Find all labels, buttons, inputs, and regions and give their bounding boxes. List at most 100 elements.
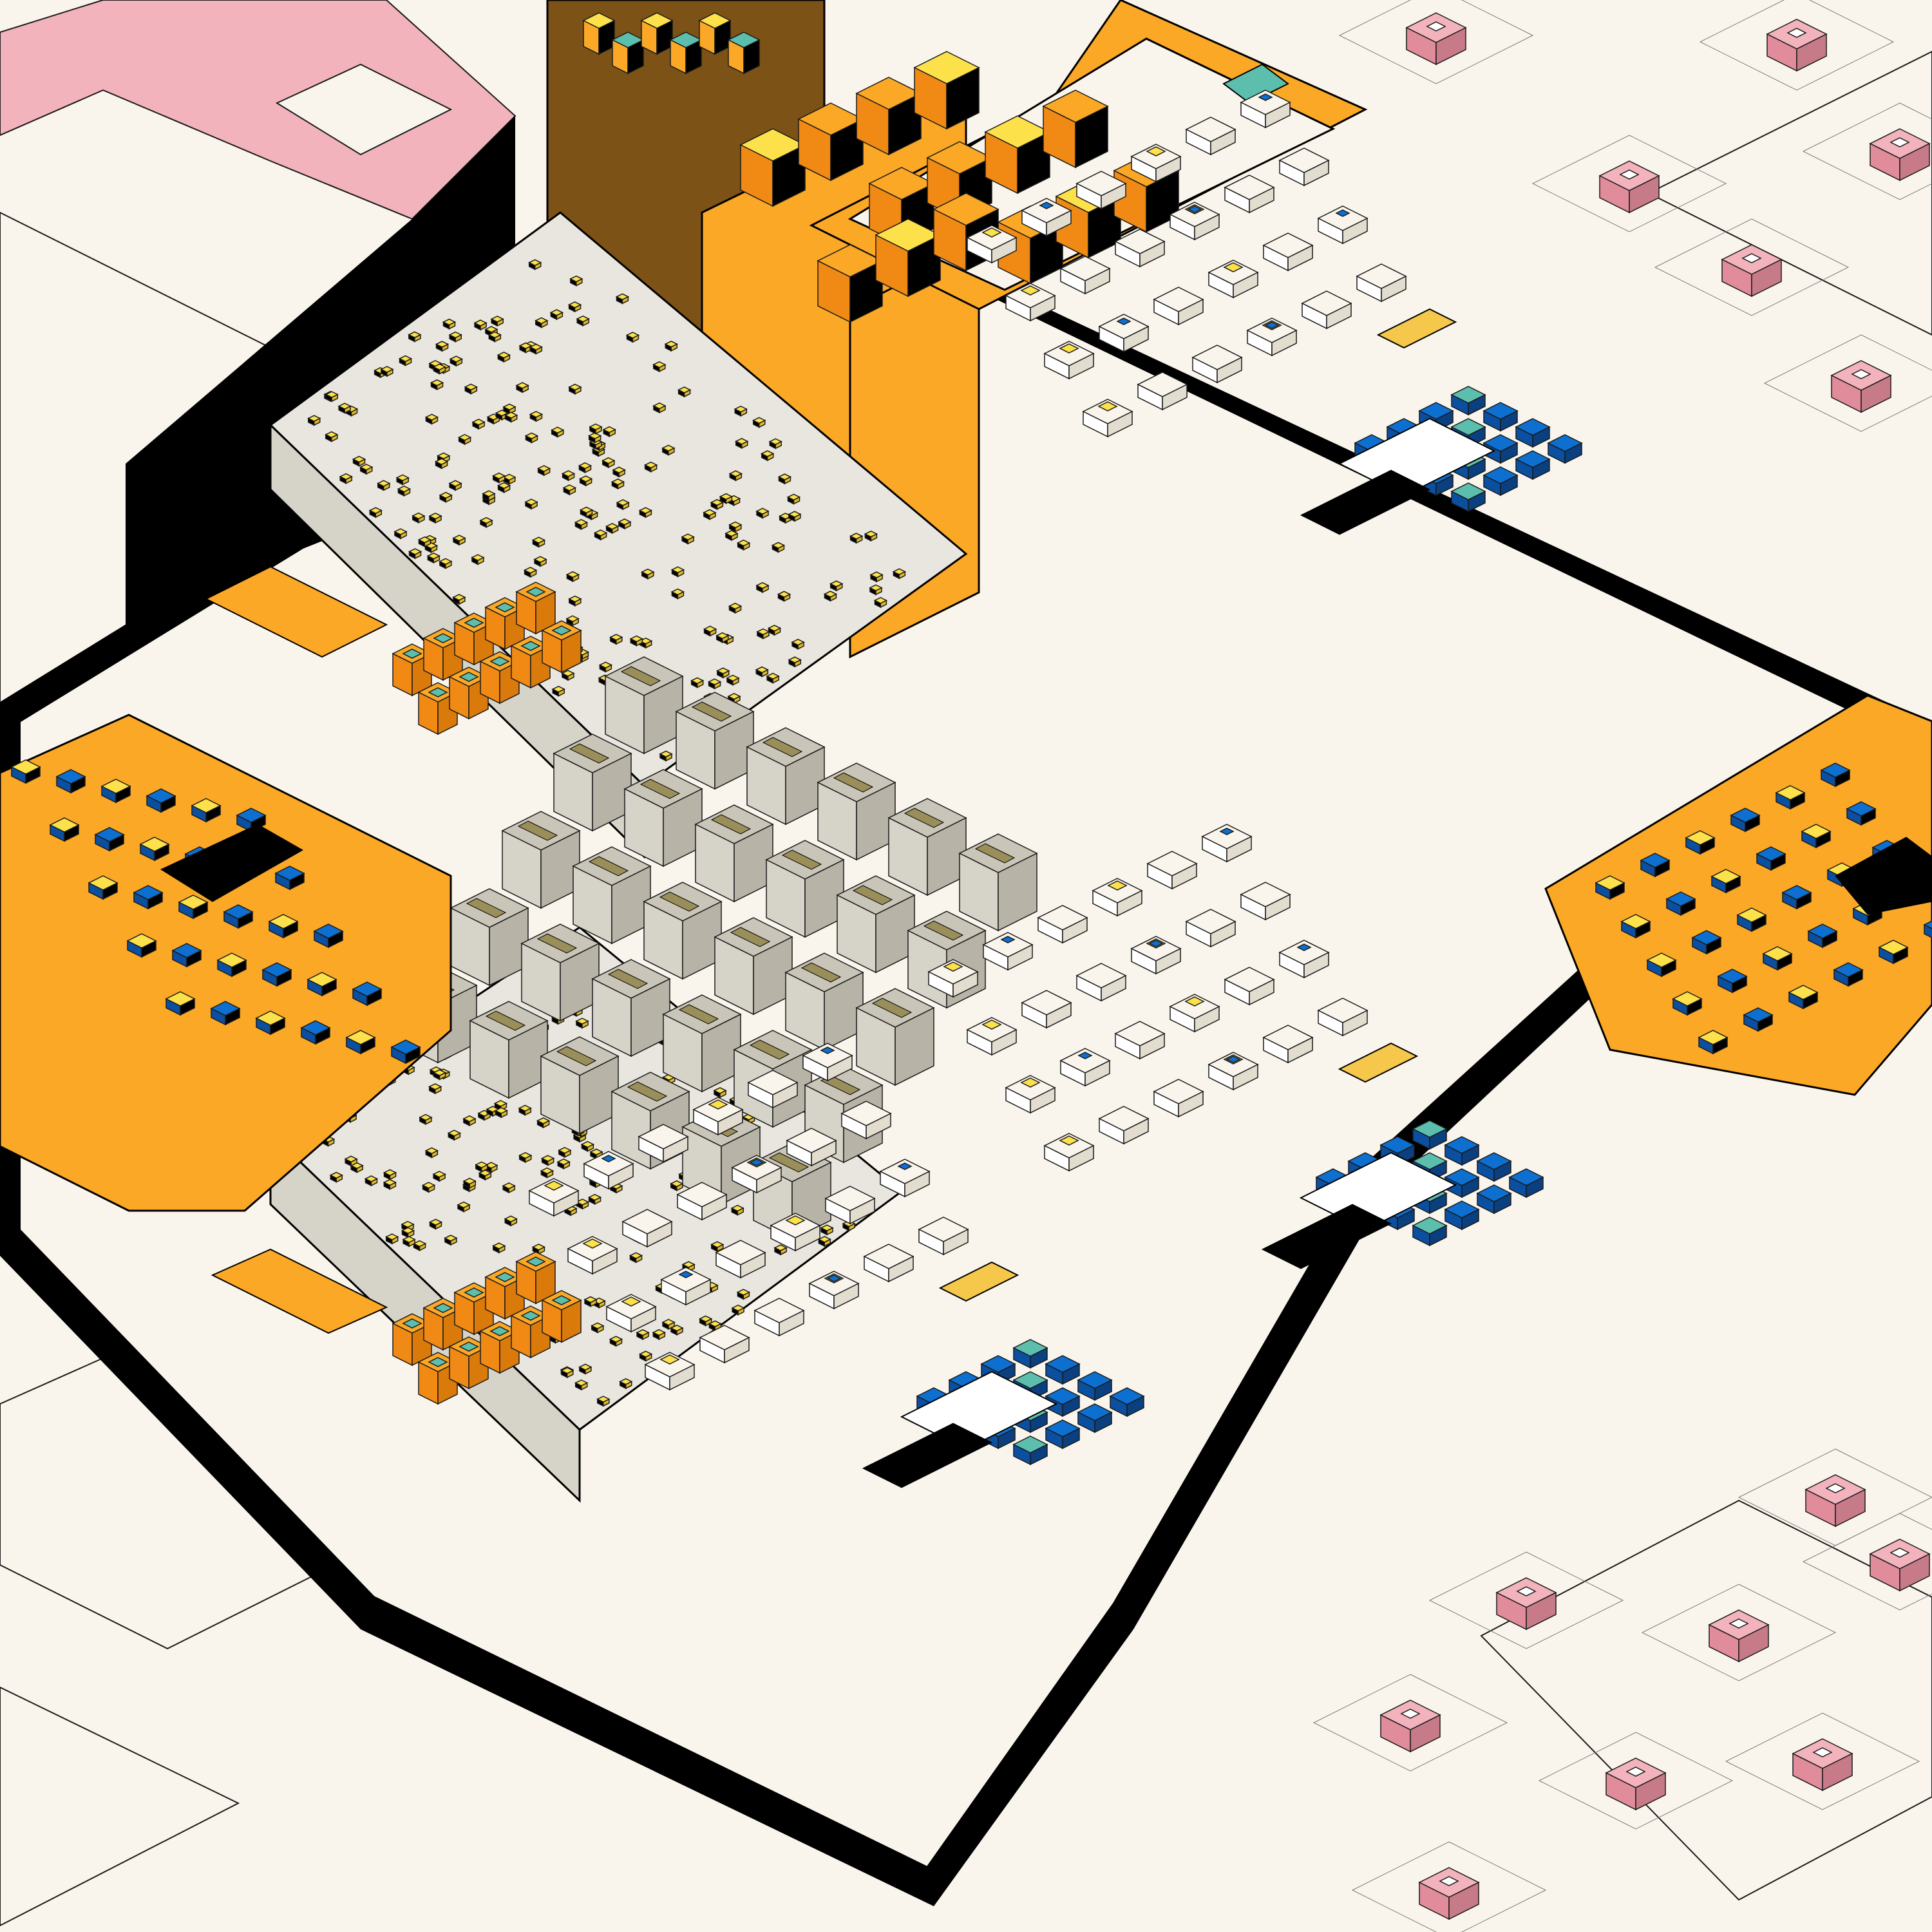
small-orange-1-9-right <box>561 1299 582 1343</box>
bottom-center-cream-8-right <box>701 1193 727 1221</box>
upper-right-blue-3-right <box>1564 442 1582 464</box>
upper-dot-178-right <box>375 509 383 518</box>
middle-right-cream-21-right <box>1233 1063 1258 1091</box>
pink-tower-window <box>1516 1586 1537 1596</box>
upper-right-yellow-mark <box>1146 146 1166 156</box>
small-teal-mark <box>495 602 515 612</box>
middle-right-cream-4-right <box>1171 862 1197 890</box>
middle-right-cream-18-right <box>1068 1144 1094 1172</box>
upper-dot-68-right <box>567 473 575 482</box>
bottom-center-cream-6-right <box>592 1247 618 1275</box>
small-teal-mark <box>495 1272 515 1282</box>
slab-roof-detail <box>536 933 578 954</box>
upper-dot-86-right <box>677 569 685 578</box>
upper-dot-54-right <box>783 593 791 602</box>
upper-dot-113-right <box>580 522 588 530</box>
teal-pad <box>1222 63 1289 104</box>
pink-tower-window <box>1426 21 1446 32</box>
left-tile-14-right <box>193 901 208 920</box>
upper-dot-176-right <box>503 354 511 363</box>
bottom-center-cream-7-right <box>647 1220 672 1248</box>
upper-dot-0-right <box>624 521 631 530</box>
left-tile-25-right <box>225 1007 240 1026</box>
lower-dot-63-right <box>439 1173 446 1182</box>
slab-roof-detail <box>466 898 507 918</box>
middle-right-cream-5-right <box>1226 835 1252 863</box>
upper-right-cream-11-right <box>1303 159 1329 187</box>
upper-dot-13-right <box>621 296 629 305</box>
upper-dot-99-right <box>535 346 542 355</box>
left-tile-18-right <box>141 940 156 958</box>
middle-right-yellow-mark <box>981 1019 1002 1030</box>
left-orange-blue-blocks <box>0 565 452 1334</box>
upper-dot-89-right <box>762 584 769 593</box>
upper-dot-31-right <box>585 509 593 518</box>
tower-top-cube-1-right <box>627 39 644 75</box>
left-tile-4-right <box>205 804 221 823</box>
upper-dot-177-right <box>731 533 738 541</box>
bottom-center-cream-19-right <box>724 1336 750 1364</box>
upper-dot-28-right <box>445 560 452 569</box>
slab-roof-detail <box>620 666 661 687</box>
upper-right-blue-7-right <box>1532 458 1550 480</box>
grid-plate <box>1725 1712 1920 1810</box>
right-tile-19-right <box>1732 975 1747 994</box>
middle-right-cream-1-right <box>1007 943 1033 971</box>
middle-right-blue-mark <box>1226 1056 1241 1063</box>
slab-roof-detail <box>639 779 681 799</box>
upper-dot-110-right <box>741 440 748 450</box>
upper-right-black-void <box>1300 469 1431 535</box>
middle-right-cream-23-right <box>1342 1009 1368 1037</box>
lower-dot-41-right <box>484 1172 492 1181</box>
bottom-center-blue-mark <box>601 1155 616 1162</box>
slab-roof-detail <box>569 743 610 764</box>
upper-dot-2-right <box>591 511 598 520</box>
upper-right-cream-7-right <box>1084 267 1110 295</box>
lower-dot-16-right <box>625 1381 632 1390</box>
bottom-center-cream-2-right <box>663 1135 688 1163</box>
tower-top-cube-2-right <box>656 19 673 55</box>
lower-dot-118-right <box>469 1117 476 1126</box>
upper-dot-138-right <box>775 440 782 450</box>
bottom-center-cream-3-right <box>717 1108 743 1136</box>
upper-dot-64-right <box>556 312 564 321</box>
pink-tower-window <box>1889 1548 1910 1558</box>
lower-dot-78-right <box>524 1154 532 1163</box>
upper-dot-105-right <box>616 636 623 645</box>
bottom-center-cream-9-right <box>756 1166 782 1194</box>
middle-right-black-void <box>1261 1204 1392 1269</box>
right-tile-24-right <box>1712 1036 1728 1055</box>
bottom-center-blue-0-right <box>1030 1347 1048 1369</box>
upper-dot-106-right <box>696 679 704 688</box>
bottom-center-blue-mark <box>897 1162 913 1170</box>
small-orange-0-4-right <box>535 591 556 635</box>
upper-dot-93-right <box>777 544 785 553</box>
lower-dot-111-right <box>356 1164 363 1173</box>
upper-dot-63-right <box>455 482 462 491</box>
lower-dot-4-right <box>579 1134 586 1143</box>
orange-cube-0-right <box>772 144 806 207</box>
upper-dot-97-right <box>772 675 779 684</box>
right-tile-6-right <box>1635 920 1651 939</box>
pink-tower-window <box>1741 253 1762 263</box>
left-tile-28-right <box>360 1036 375 1055</box>
grid-plate <box>1802 1513 1932 1611</box>
middle-right-blue-0-right <box>1429 1128 1447 1150</box>
grid-plate <box>1699 0 1895 91</box>
right-tile-26-right <box>1803 991 1818 1010</box>
upper-dot-134-right <box>766 453 774 462</box>
small-teal-mark <box>433 633 453 643</box>
upper-right-cream-20-right <box>1217 356 1242 384</box>
slab-roof-detail <box>852 885 893 905</box>
upper-dot-121-right <box>534 261 542 270</box>
upper-dot-59-right <box>574 304 582 313</box>
right-tile-25-right <box>1757 1014 1773 1032</box>
lower-dot-11-right <box>848 1222 855 1231</box>
left-tile-15-right <box>238 911 253 929</box>
upper-dot-130-right <box>582 651 589 660</box>
upper-dot-79-right <box>762 630 770 639</box>
lower-dot-139-right <box>481 1164 488 1173</box>
right-tile-27-right <box>1848 969 1863 987</box>
upper-dot-165-right <box>418 515 425 524</box>
